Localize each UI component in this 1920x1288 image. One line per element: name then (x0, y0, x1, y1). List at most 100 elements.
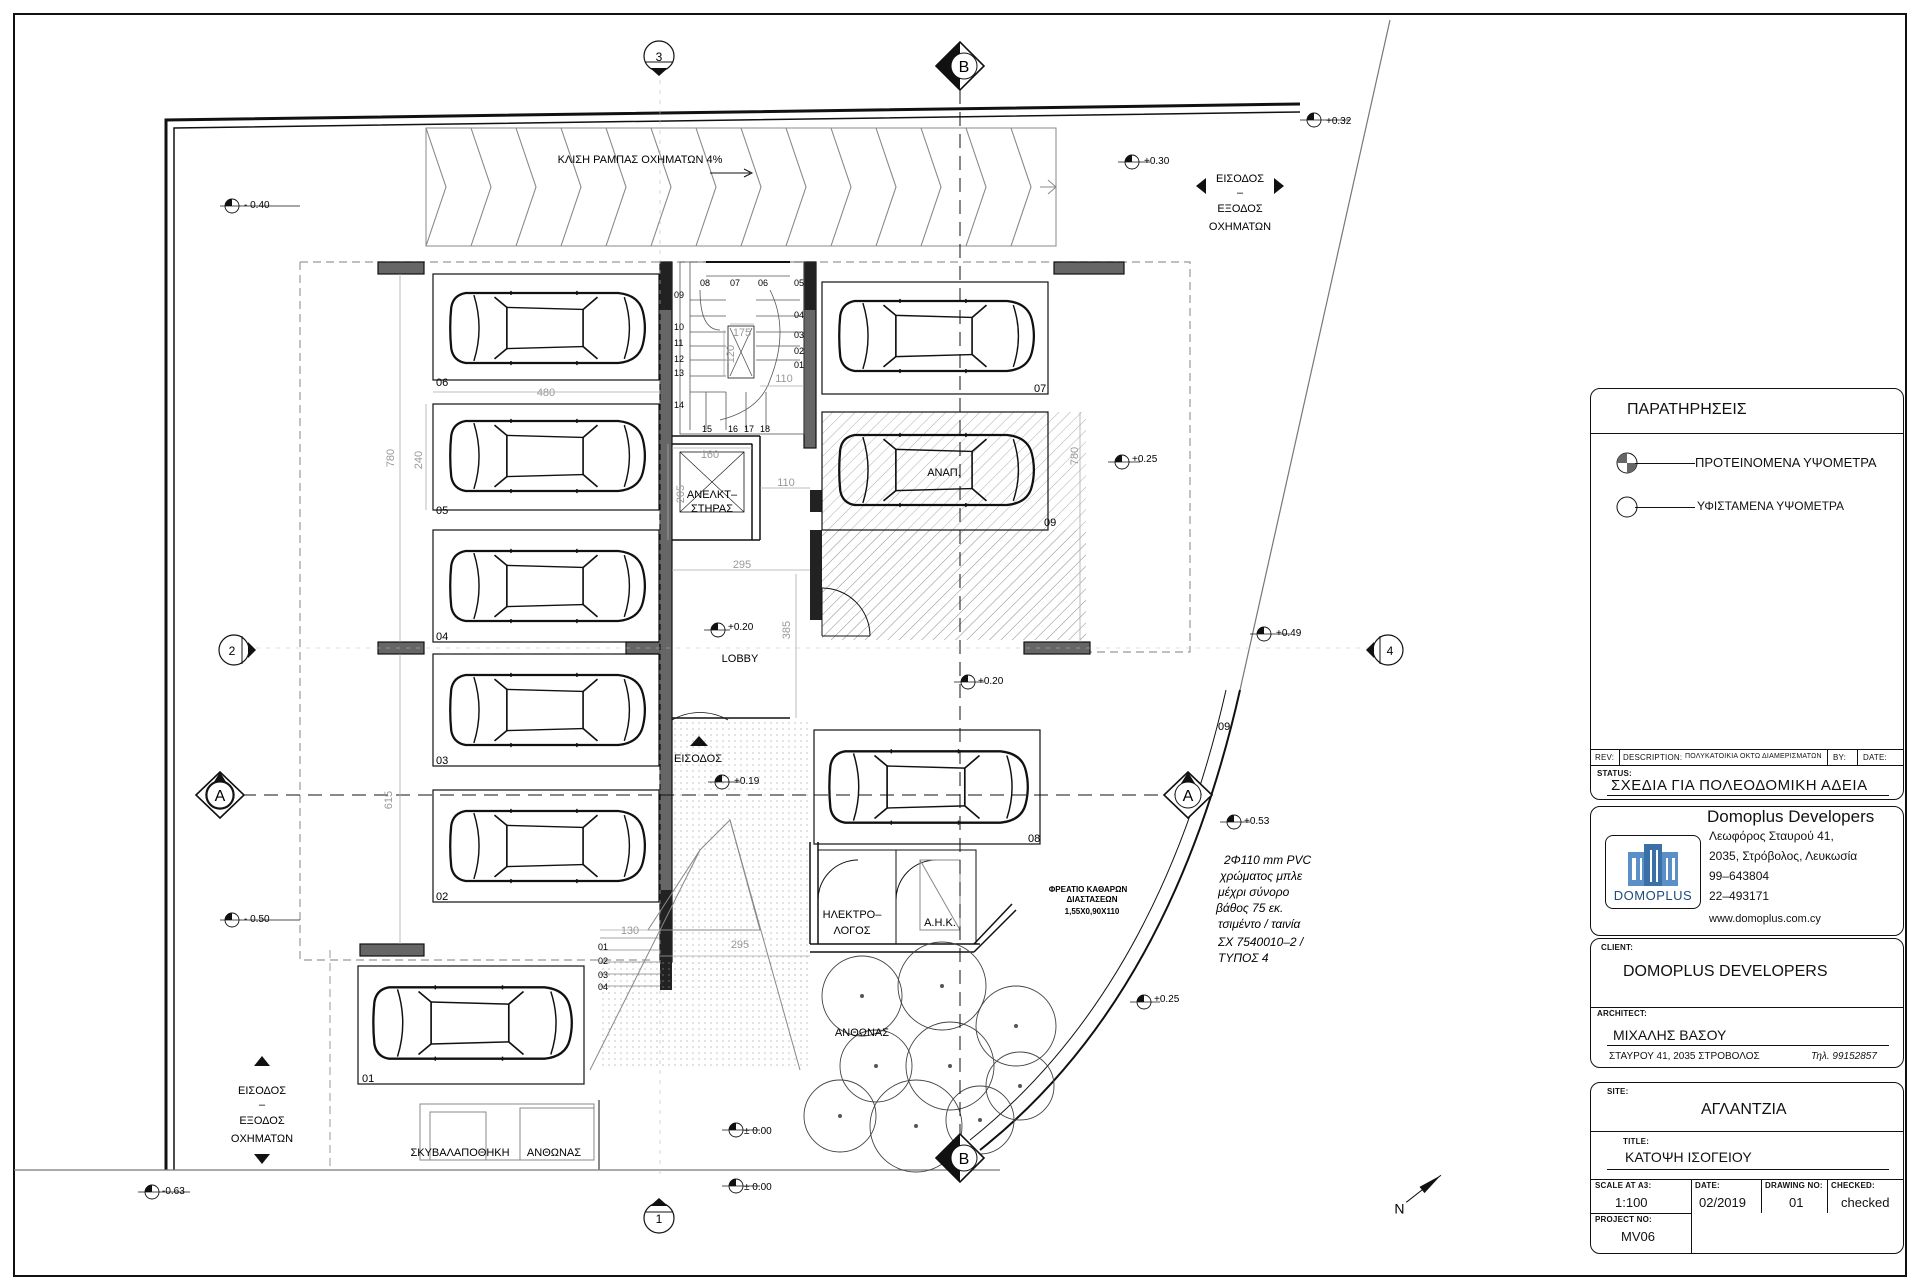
client-panel: CLIENT: DOMOPLUS DEVELOPERS ARCHITECT: Μ… (1590, 938, 1904, 1068)
parking-space-number: 09 (1044, 517, 1056, 529)
telecom-room-label: Α.Η.Κ. (924, 917, 956, 929)
svg-text:B: B (959, 1151, 970, 1168)
axis-marker-4: 4 (1366, 634, 1404, 666)
legend-icons (1616, 452, 1638, 518)
svg-text:ΣΧ 7540010–2 /: ΣΧ 7540010–2 / (1217, 935, 1305, 949)
drawing-title: ΚΑΤΟΨΗ ΙΣΟΓΕΙΟΥ (1625, 1149, 1752, 1165)
garden-label-small: ΑΝΘΩΝΑΣ (527, 1147, 581, 1159)
exit-label-top: ΕΞΟΔΟΣ (1217, 203, 1262, 215)
scale-value: 1:100 (1615, 1195, 1648, 1210)
client-value: DOMOPLUS DEVELOPERS (1623, 963, 1828, 980)
level-label: -0.63 (162, 1186, 185, 1197)
level-label: - 0.50 (244, 914, 270, 925)
car-08 (828, 748, 1029, 826)
svg-text:03: 03 (794, 330, 804, 340)
svg-text:τσιμέντο / ταινία: τσιμέντο / ταινία (1218, 917, 1302, 931)
legend-proposed: ΠΡΟΤΕΙΝΟΜΕΝΑ ΥΨΟΜΕΤΡΑ (1695, 455, 1877, 470)
car-04 (449, 547, 647, 625)
svg-text:A: A (1183, 788, 1194, 805)
legend-existing: ΥΦΙΣΤΑΜΕΝΑ ΥΨΟΜΕΤΡΑ (1697, 499, 1845, 513)
date-value: 02/2019 (1699, 1195, 1746, 1210)
dimension-label: 480 (537, 387, 555, 399)
parking-space-number: 04 (436, 631, 448, 643)
svg-text:4: 4 (1387, 644, 1394, 658)
svg-text:3: 3 (656, 50, 663, 64)
ramp-label: ΚΛΙΣΗ ΡΑΜΠΑΣ ΟΧΗΜΑΤΩΝ 4% (558, 154, 723, 166)
svg-text:B: B (959, 59, 970, 76)
site-panel: SITE: ΑΓΛΑΝΤΖΙΑ TITLE: ΚΑΤΟΨΗ ΙΣΟΓΕΙΟΥ S… (1590, 1082, 1904, 1254)
disabled-space-label: ΑΝΑΠ. (927, 467, 961, 479)
svg-text:01: 01 (794, 360, 804, 370)
car-07 (838, 297, 1036, 375)
svg-text:15: 15 (702, 424, 712, 434)
svg-text:ΤΥΠΟΣ 4: ΤΥΠΟΣ 4 (1218, 951, 1269, 965)
svg-text:07: 07 (730, 278, 740, 288)
svg-text:02: 02 (598, 956, 608, 966)
level-label: +0.30 (1144, 156, 1170, 167)
svg-text:12: 12 (674, 354, 684, 364)
level-label: +0.32 (1326, 116, 1352, 127)
car-02 (449, 807, 647, 885)
logo-text: DOMOPLUS (1613, 888, 1693, 903)
company-name: Domoplus Developers (1707, 807, 1875, 826)
dimension-label: 110 (777, 477, 795, 489)
dimension-label: 110 (775, 373, 793, 385)
axis-marker-2: 2 (218, 634, 256, 666)
svg-text:1: 1 (656, 1212, 663, 1226)
svg-text:17: 17 (744, 424, 754, 434)
remarks-title: ΠΑΡΑΤΗΡΗΣΕΙΣ (1627, 401, 1747, 418)
car-03 (449, 671, 647, 749)
company-panel: Domoplus Developers Λεωφόρος Σταυρού 41,… (1590, 806, 1904, 936)
parking-space-number: 01 (362, 1073, 374, 1085)
svg-text:ΟΧΗΜΑΤΩΝ: ΟΧΗΜΑΤΩΝ (1209, 221, 1271, 233)
svg-text:02: 02 (794, 346, 804, 356)
site-value: ΑΓΛΑΝΤΖΙΑ (1701, 1101, 1787, 1118)
dimension-label: 780 (385, 449, 397, 467)
project-number: MV06 (1621, 1229, 1655, 1244)
svg-text:13: 13 (674, 368, 684, 378)
svg-text:04: 04 (598, 982, 608, 992)
manhole-note: ΦΡΕΑΤΙΟ ΚΑΘΑΡΩΝ (1049, 885, 1128, 894)
svg-text:14: 14 (674, 400, 684, 410)
level-label: +0.20 (978, 676, 1004, 687)
svg-text:–: – (259, 1099, 266, 1111)
svg-text:18: 18 (760, 424, 770, 434)
svg-text:μέχρι σύνορο: μέχρι σύνορο (1217, 885, 1290, 899)
svg-text:ΣΤΗΡΑΣ: ΣΤΗΡΑΣ (691, 503, 733, 515)
svg-text:–: – (1237, 187, 1244, 199)
parking-space-number: 07 (1034, 383, 1046, 395)
description-value: ΠΟΛΥΚΑΤΟΙΚΙΑ ΟΚΤΩ ΔΙΑΜΕΡΙΣΜΑΤΩΝ (1685, 753, 1822, 760)
building-icon (1628, 844, 1678, 886)
section-marker-a-right: A (1162, 770, 1214, 820)
entry-label-top: ΕΙΣΟΔΟΣ (1216, 173, 1264, 185)
svg-text:N: N (1394, 1200, 1404, 1216)
entry-label-bottom: ΕΙΣΟΔΟΣ (238, 1085, 286, 1097)
architect-value: ΜΙΧΑΛΗΣ ΒΑΣΟΥ (1613, 1027, 1727, 1043)
svg-text:A: A (215, 788, 226, 805)
svg-text:11: 11 (674, 338, 683, 348)
svg-text:2: 2 (229, 644, 236, 658)
svg-text:08: 08 (700, 278, 710, 288)
svg-text:1,55Χ0,90Χ110: 1,55Χ0,90Χ110 (1065, 907, 1120, 916)
dimension-label: 175 (733, 327, 751, 339)
dimension-label: 240 (413, 451, 425, 469)
parking-space-number: 02 (436, 891, 448, 903)
garbage-room-label: ΣΚΥΒΑΛΑΠΟΘΗΚΗ (410, 1147, 509, 1159)
car-05 (449, 417, 647, 495)
parking-space-number: 06 (436, 377, 448, 389)
dimension-label: 295 (733, 559, 751, 571)
dimension-label: 615 (383, 791, 395, 809)
level-label: +0.53 (1244, 816, 1270, 827)
status-value: ΣΧΕΔΙΑ ΓΙΑ ΠΟΛΕΟΔΟΜΙΚΗ ΑΔΕΙΑ (1611, 777, 1868, 794)
parking-space-number: 08 (1028, 833, 1040, 845)
exit-label-bottom: ΕΞΟΔΟΣ (239, 1115, 284, 1127)
dimension-label: 205 (675, 485, 687, 503)
axis-marker-1: 1 (643, 1198, 675, 1234)
svg-text:ΔΙΑΣΤΑΣΕΩΝ: ΔΙΑΣΤΑΣΕΩΝ (1067, 895, 1118, 904)
dimension-label: 780 (1069, 447, 1081, 465)
dimension-label: 120 (725, 345, 737, 363)
drawing-number: 01 (1789, 1195, 1804, 1210)
svg-text:16: 16 (728, 424, 738, 434)
svg-text:09: 09 (674, 290, 684, 300)
